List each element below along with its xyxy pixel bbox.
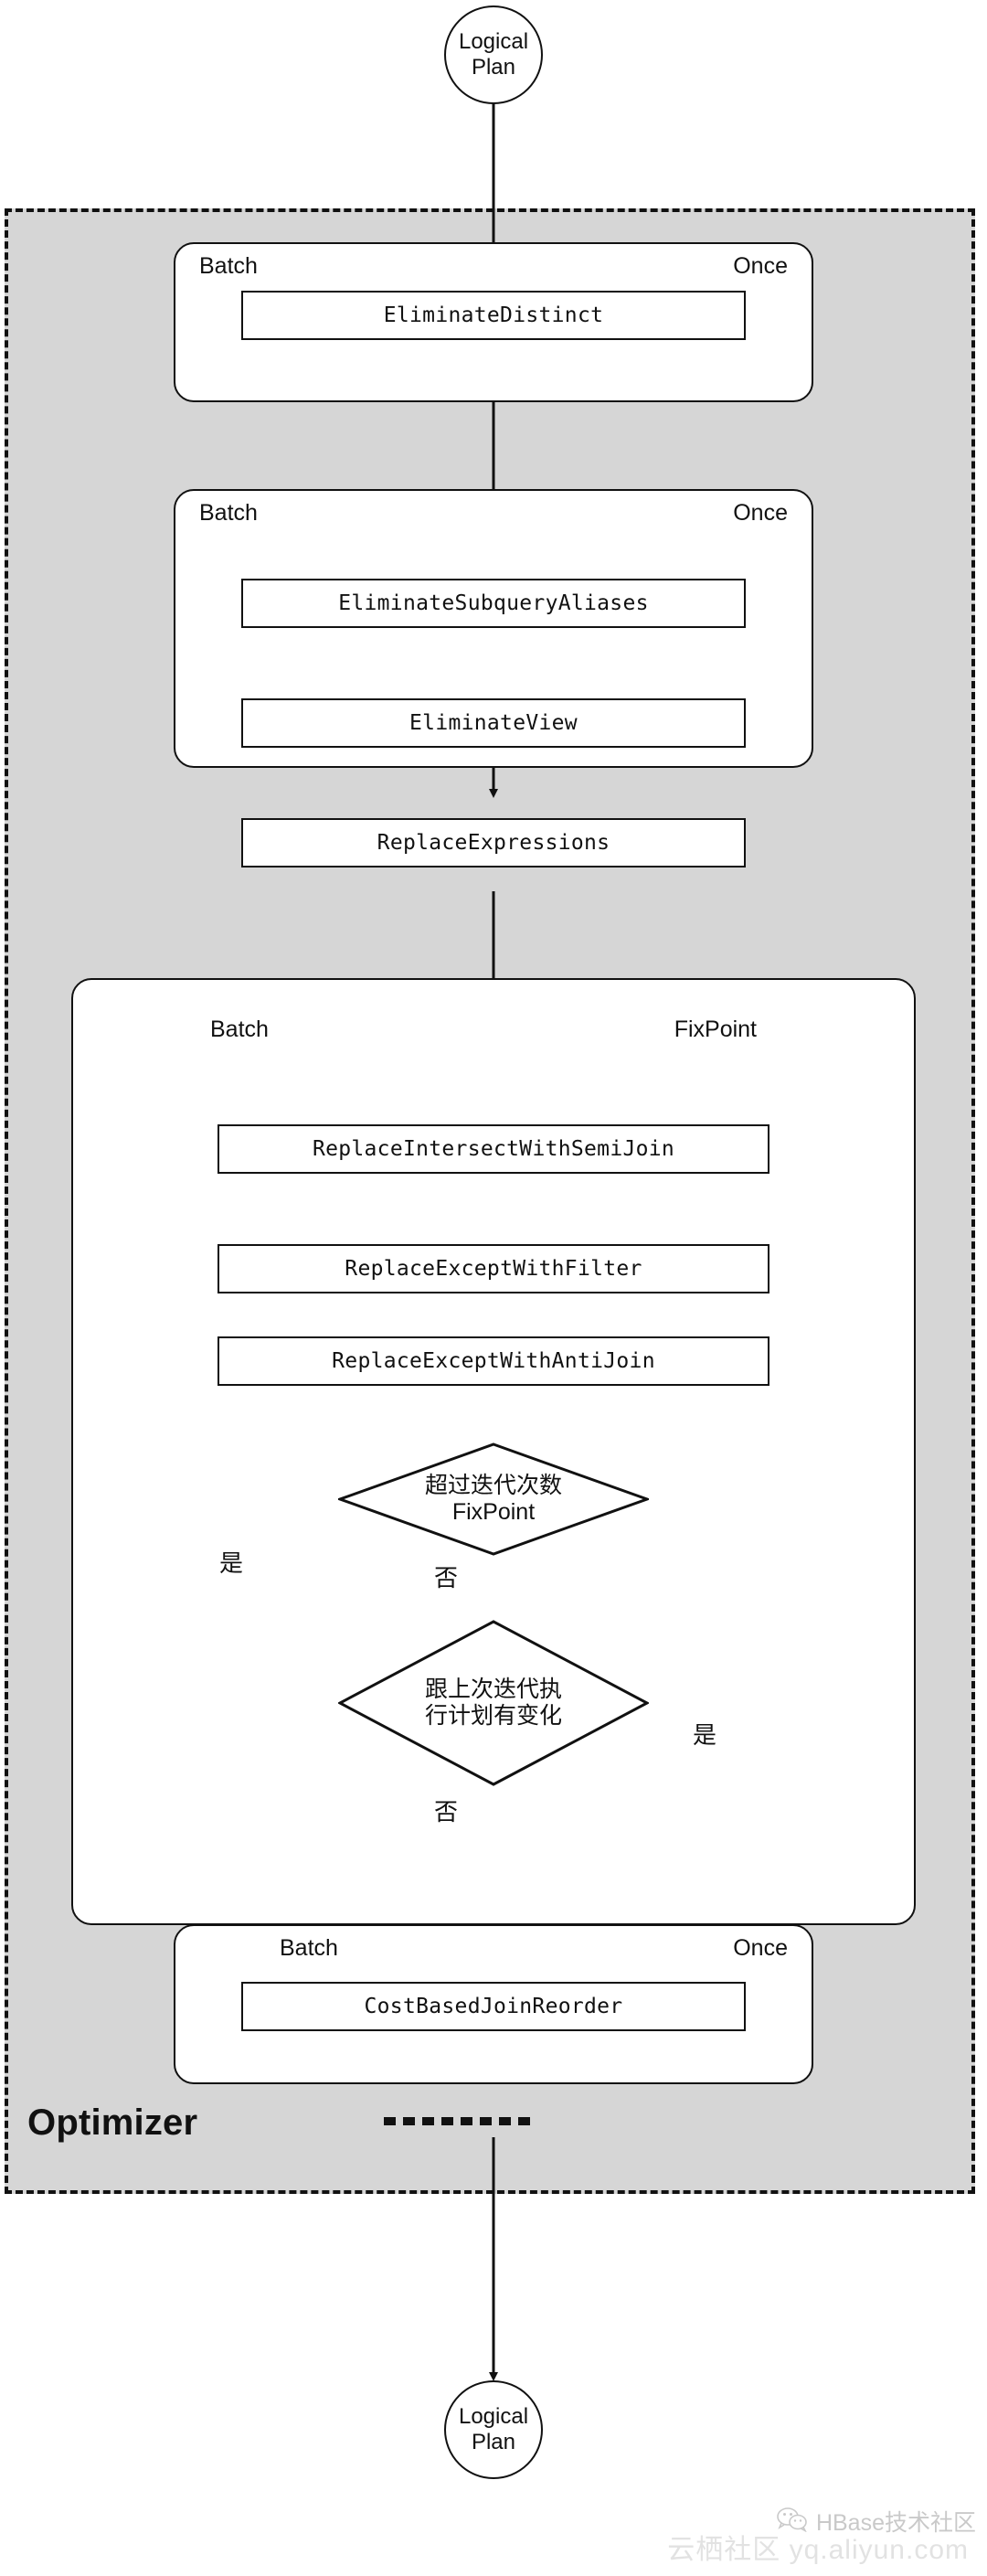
watermark-faint: 云栖社区 yq.aliyun.com	[667, 2535, 969, 2565]
start-node-line2: Plan	[471, 55, 516, 80]
batch-1-left-label: Batch	[199, 253, 258, 279]
rule-label: CostBasedJoinReorder	[364, 1995, 623, 2018]
decision-max-iterations[interactable]: 超过迭代次数 FixPoint	[338, 1442, 649, 1556]
batch-4-right-label: Once	[733, 1935, 788, 1961]
batch-2-right-label: Once	[733, 500, 788, 526]
edge-label-plan-changed-no: 否	[434, 1798, 459, 1826]
start-node-line1: Logical	[458, 29, 529, 55]
rule-cost-based-join-reorder[interactable]: CostBasedJoinReorder	[241, 1982, 746, 2031]
rule-replace-except-with-anti-join[interactable]: ReplaceExceptWithAntiJoin	[218, 1336, 769, 1386]
edge-label-max-iterations-no: 否	[434, 1564, 459, 1591]
rule-label: ReplaceIntersectWithSemiJoin	[312, 1137, 675, 1161]
rule-label: ReplaceExceptWithFilter	[345, 1257, 642, 1281]
end-node-line1: Logical	[458, 2404, 529, 2430]
batch-3-left-label: Batch	[210, 1017, 269, 1042]
rule-label: EliminateView	[409, 711, 578, 735]
rule-replace-except-with-filter[interactable]: ReplaceExceptWithFilter	[218, 1244, 769, 1293]
rule-label: EliminateSubqueryAliases	[338, 591, 649, 615]
rule-replace-expressions[interactable]: ReplaceExpressions	[241, 818, 746, 868]
rule-label: EliminateDistinct	[383, 303, 604, 327]
end-node-logical-plan: Logical Plan	[444, 2380, 543, 2479]
batch-3-right-label: FixPoint	[674, 1017, 757, 1042]
rule-label: ReplaceExpressions	[377, 831, 610, 855]
watermark: HBase技术社区	[777, 2505, 976, 2538]
wechat-icon	[777, 2507, 808, 2537]
edge-label-plan-changed-yes: 是	[693, 1721, 717, 1749]
watermark-brand: HBase技术社区	[815, 2510, 976, 2536]
rule-eliminate-subquery-aliases[interactable]: EliminateSubqueryAliases	[241, 579, 746, 628]
batch-2-left-label: Batch	[199, 500, 258, 526]
rule-replace-intersect-with-semi-join[interactable]: ReplaceIntersectWithSemiJoin	[218, 1124, 769, 1174]
edge-label-max-iterations-yes: 是	[219, 1549, 244, 1577]
ellipsis-icon	[384, 2110, 530, 2132]
start-node-logical-plan: Logical Plan	[444, 5, 543, 104]
end-node-line2: Plan	[471, 2430, 516, 2454]
batch-4-left-label: Batch	[280, 1935, 338, 1961]
rule-eliminate-view[interactable]: EliminateView	[241, 698, 746, 748]
rule-eliminate-distinct[interactable]: EliminateDistinct	[241, 291, 746, 340]
optimizer-title: Optimizer	[27, 2102, 198, 2143]
decision-plan-changed[interactable]: 跟上次迭代执 行计划有变化	[338, 1620, 649, 1786]
rule-label: ReplaceExceptWithAntiJoin	[332, 1349, 655, 1373]
batch-1-right-label: Once	[733, 253, 788, 279]
